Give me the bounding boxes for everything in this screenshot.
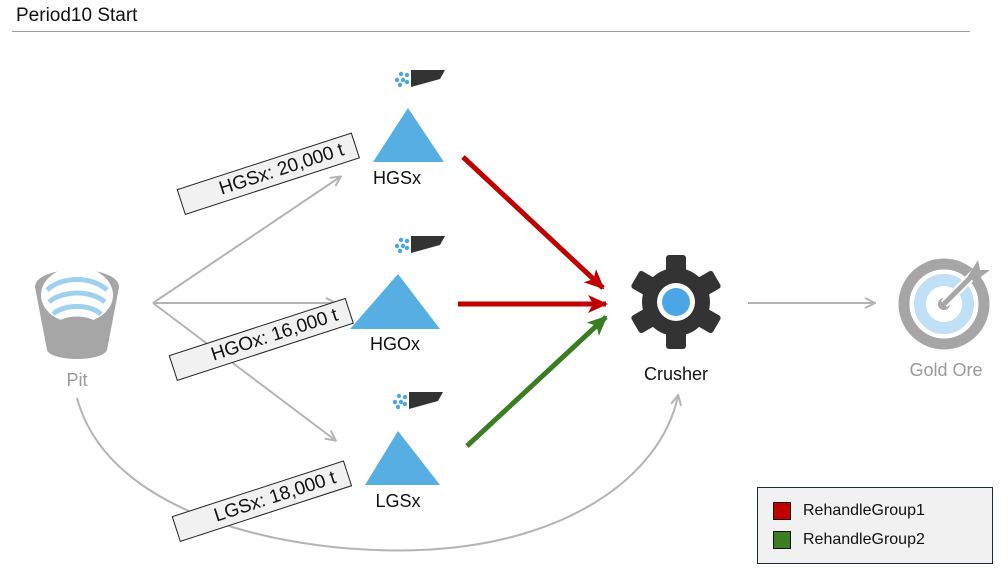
pit-icon[interactable] xyxy=(35,267,119,359)
flow-pit-to-lgsx xyxy=(152,302,335,440)
target-icon[interactable] xyxy=(898,258,990,350)
title-divider xyxy=(12,31,970,32)
stockpile-lgsx-icon[interactable] xyxy=(365,431,440,485)
legend-label: RehandleGroup1 xyxy=(803,502,925,519)
page-title: Period10 Start xyxy=(16,5,138,26)
hgsx-label: HGSx xyxy=(372,168,421,188)
legend-label: RehandleGroup2 xyxy=(803,531,925,548)
gear-icon[interactable] xyxy=(630,255,721,349)
legend-swatch-red xyxy=(773,502,791,520)
stockpile-hgox-icon[interactable] xyxy=(350,274,440,329)
stacker-icon xyxy=(392,392,443,410)
legend: RehandleGroup1 RehandleGroup2 xyxy=(757,487,993,564)
hgox-label: HGOx xyxy=(369,334,420,354)
stacker-icon xyxy=(394,70,445,88)
lgsx-label: LGSx xyxy=(375,491,421,511)
rehandle-lgsx-to-crusher xyxy=(465,315,608,448)
legend-item-rehandle2: RehandleGroup2 xyxy=(773,531,925,549)
rehandle-hgsx-to-crusher xyxy=(461,155,605,290)
gold-ore-label: Gold Ore xyxy=(909,360,983,380)
legend-swatch-green xyxy=(773,531,791,549)
stacker-icon xyxy=(394,236,445,254)
legend-item-rehandle1: RehandleGroup1 xyxy=(773,502,925,520)
stockpile-hgsx-icon[interactable] xyxy=(373,108,444,162)
flow-pit-to-hgsx xyxy=(152,177,340,304)
flow-pit-to-crusher xyxy=(76,396,678,552)
pit-label: Pit xyxy=(66,370,88,390)
crusher-label: Crusher xyxy=(643,364,709,384)
